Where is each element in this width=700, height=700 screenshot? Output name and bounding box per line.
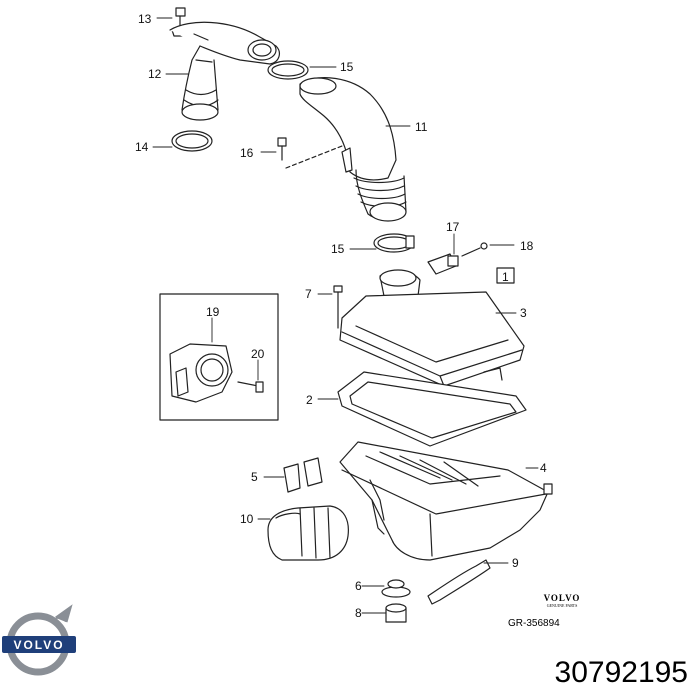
- part-1-box: [496, 267, 515, 284]
- callout-17: 17: [446, 220, 460, 234]
- callout-6: 6: [355, 579, 362, 593]
- part-19-throttle-body: [169, 343, 233, 403]
- callout-11: 11: [415, 120, 428, 134]
- callout-15-upper: 15: [340, 60, 354, 74]
- callout-16: 16: [240, 146, 254, 160]
- callout-9: 9: [512, 556, 519, 570]
- volvo-genuine-parts-brand: VOLVO GENUINE PARTS: [512, 594, 612, 608]
- part-6-grommet: [381, 579, 411, 598]
- logo-text: VOLVO: [13, 638, 64, 652]
- callout-12: 12: [148, 67, 162, 81]
- leader-lines: [152, 17, 539, 614]
- part-2-filter: [337, 371, 527, 447]
- part-11-air-duct: [299, 77, 407, 222]
- callout-5: 5: [251, 470, 258, 484]
- brand-name: VOLVO: [543, 593, 581, 603]
- callout-13: 13: [138, 12, 152, 26]
- callout-10: 10: [240, 512, 254, 526]
- callout-14: 14: [135, 140, 149, 154]
- part-10-resonator: [267, 505, 349, 561]
- part-16-screw: [277, 137, 343, 169]
- part-4-housing: [339, 441, 553, 561]
- callout-1: 1: [502, 270, 509, 284]
- part-15-upper-clamp: [267, 60, 309, 80]
- callout-20: 20: [251, 347, 265, 361]
- callout-8: 8: [355, 606, 362, 620]
- part-8-grommet: [385, 603, 407, 623]
- part-15-lower-clamp: [373, 233, 415, 253]
- volvo-logo-icon: VOLVO: [2, 604, 76, 676]
- callout-4: 4: [540, 461, 547, 475]
- diagram-reference: GR-356894: [508, 618, 560, 629]
- inset-box: [159, 293, 279, 421]
- part-14-clamp: [171, 130, 213, 152]
- callout-18: 18: [520, 239, 534, 253]
- callout-2: 2: [306, 393, 313, 407]
- part-3-cover: [339, 269, 525, 387]
- callout-15-lower: 15: [331, 242, 345, 256]
- part-7-bolt: [333, 285, 343, 329]
- part-20-bolt: [237, 381, 264, 393]
- part-18-screw: [461, 242, 488, 257]
- callout-7: 7: [305, 287, 312, 301]
- callout-labels: 13 12 14 15 11 16 15 17 18 1 7 3 19 20 2…: [135, 12, 547, 620]
- callout-3: 3: [520, 306, 527, 320]
- part-9-strip: [427, 559, 491, 605]
- brand-subtitle: GENUINE PARTS: [546, 603, 578, 608]
- part-12-intake-hose: [169, 21, 280, 121]
- callout-19: 19: [206, 305, 220, 319]
- part-17-sensor: [427, 253, 459, 275]
- part-5-clips: [283, 457, 323, 493]
- part-number: 30792195: [554, 656, 688, 689]
